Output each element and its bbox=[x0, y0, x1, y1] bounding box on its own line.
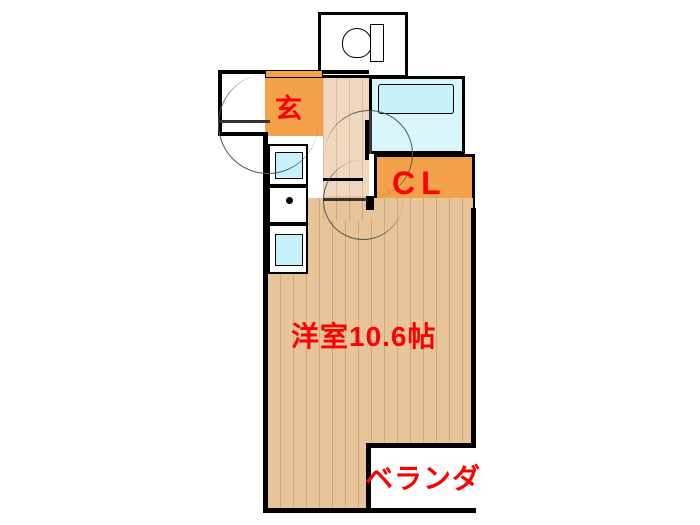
wall-balcony-divider bbox=[366, 443, 476, 448]
room-toilet bbox=[318, 12, 408, 78]
stove-fixture bbox=[268, 186, 308, 224]
label-balcony: ベランダ bbox=[365, 463, 482, 494]
label-closet: CL bbox=[392, 165, 447, 201]
entrance-door-swing-icon bbox=[218, 74, 318, 174]
entrance-door-panel bbox=[218, 120, 270, 123]
bathtub-fixture bbox=[378, 84, 454, 114]
stove-burner-icon bbox=[286, 197, 293, 204]
sink-basin-lower-icon bbox=[275, 234, 303, 266]
wall-entrance-left bbox=[218, 70, 222, 136]
wall-corridor-top bbox=[323, 70, 369, 74]
toilet-fixture bbox=[342, 22, 384, 64]
wall-main-right-lower bbox=[471, 208, 476, 448]
wall-balcony-left bbox=[366, 443, 371, 513]
bath-door-panel bbox=[369, 110, 372, 154]
room-door-panel bbox=[323, 198, 367, 201]
label-main-room: 洋室10.6帖 bbox=[291, 321, 437, 352]
room-balcony bbox=[368, 445, 474, 511]
label-entrance: 玄 bbox=[275, 94, 302, 124]
sink-lower-fixture bbox=[268, 224, 308, 274]
wall-entrance-top bbox=[218, 70, 266, 74]
toilet-tank-icon bbox=[370, 24, 384, 62]
toilet-bowl-icon bbox=[342, 28, 372, 58]
wall-main-left bbox=[263, 136, 268, 513]
